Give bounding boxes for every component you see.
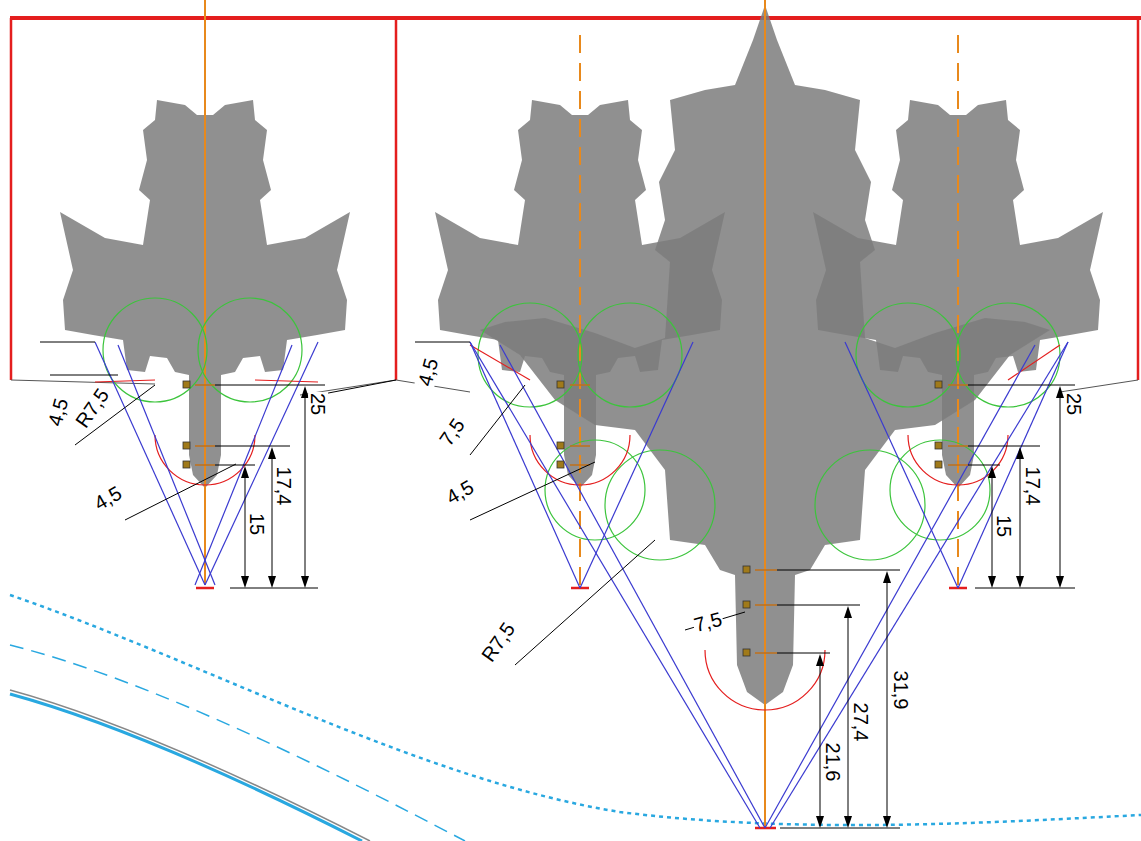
dimension-label: 15 — [247, 512, 267, 536]
dimension-label: R7,5 — [477, 618, 519, 666]
dimension-label: 25 — [1064, 392, 1084, 416]
dimension-label: 21,6 — [823, 742, 843, 783]
dimension-label: 25 — [308, 392, 328, 416]
dimension-label: 17,4 — [1023, 466, 1043, 507]
shoreline — [10, 595, 1141, 841]
position-marker — [183, 381, 968, 656]
dimension-label: 27,4 — [851, 702, 871, 743]
dimension-label: 15 — [994, 514, 1014, 538]
clearance-circle — [103, 298, 1060, 560]
dimension-label: 4,5 — [90, 482, 126, 514]
dimension-label: 17,4 — [274, 466, 294, 507]
dimension-label: 4,5 — [44, 395, 71, 429]
dimension-label: R7,5 — [71, 384, 113, 432]
aircraft-silhouette — [60, 5, 1103, 705]
clearance-arc — [95, 345, 1060, 828]
dimension-label: 7,5 — [435, 414, 468, 450]
centre-line — [205, 0, 958, 828]
dimension-label: 7,5 — [691, 608, 725, 635]
dimension-arrowhead — [241, 386, 1064, 828]
envelope-line — [95, 342, 1068, 828]
dimension-line — [40, 342, 1075, 828]
dimension-label: 4,5 — [414, 355, 441, 389]
dimension-label: 31,9 — [891, 670, 911, 711]
dimension-label: 4,5 — [442, 476, 478, 508]
